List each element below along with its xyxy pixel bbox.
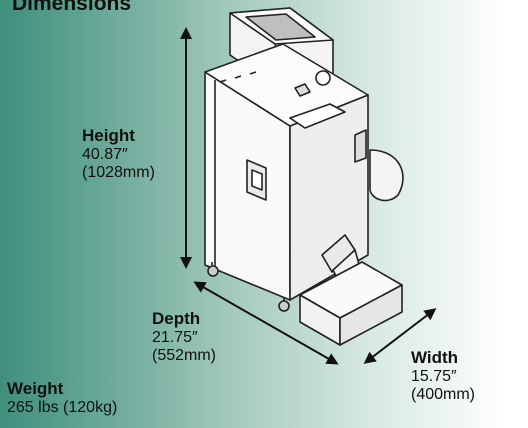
depth-imperial: 21.75″	[152, 328, 198, 346]
weight-heading: Weight	[7, 379, 64, 398]
weight-value: 265 lbs (120kg)	[7, 398, 118, 416]
height-heading: Height	[82, 126, 135, 145]
height-imperial: 40.87″	[82, 145, 128, 163]
depth-arrow	[193, 281, 339, 365]
page-title: Dimensions	[12, 0, 132, 15]
width-imperial: 15.75″	[411, 367, 457, 385]
weight-label: Weight 265 lbs (120kg)	[7, 379, 117, 417]
depth-label: Depth 21.75″ (552mm)	[152, 309, 216, 365]
machine-body	[204, 7, 404, 346]
width-metric: (400mm)	[411, 385, 476, 403]
width-arrow	[363, 308, 437, 364]
height-metric: (1028mm)	[82, 163, 155, 181]
width-heading: Width	[411, 348, 459, 367]
width-label: Width 15.75″ (400mm)	[411, 348, 475, 404]
height-label: Height 40.87″ (1028mm)	[82, 126, 155, 182]
depth-metric: (552mm)	[152, 346, 217, 364]
dimension-arrows	[180, 27, 437, 365]
depth-heading: Depth	[152, 309, 201, 328]
